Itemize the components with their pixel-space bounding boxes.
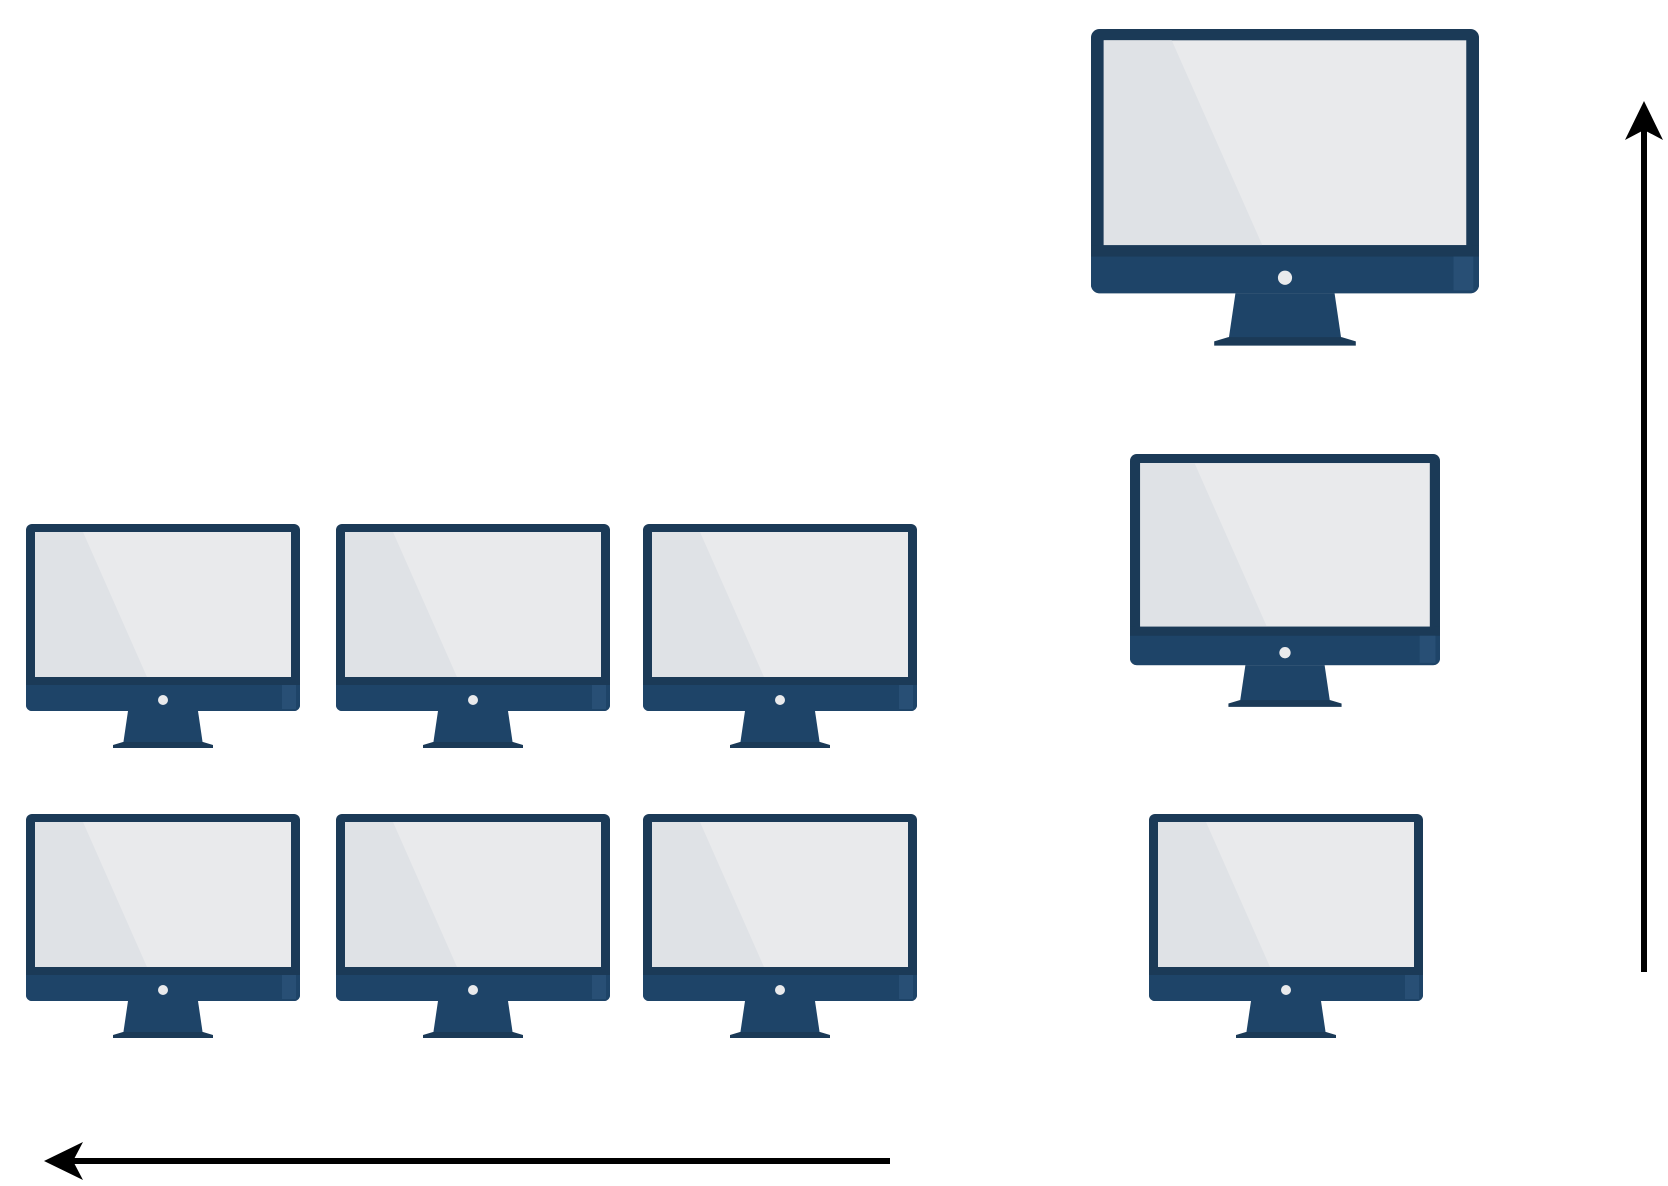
monitor-icon (26, 524, 300, 749)
monitor-icon (336, 814, 610, 1039)
monitor-icon-medium (1130, 454, 1440, 708)
monitor-icon (643, 524, 917, 749)
monitor-icon (26, 814, 300, 1039)
monitor-icon-small (1149, 814, 1423, 1039)
vertical-arrow (1625, 101, 1663, 972)
horizontal-arrow (44, 1142, 890, 1180)
monitor-icon (643, 814, 917, 1039)
monitor-icon-large (1091, 29, 1479, 347)
monitor-icon (336, 524, 610, 749)
